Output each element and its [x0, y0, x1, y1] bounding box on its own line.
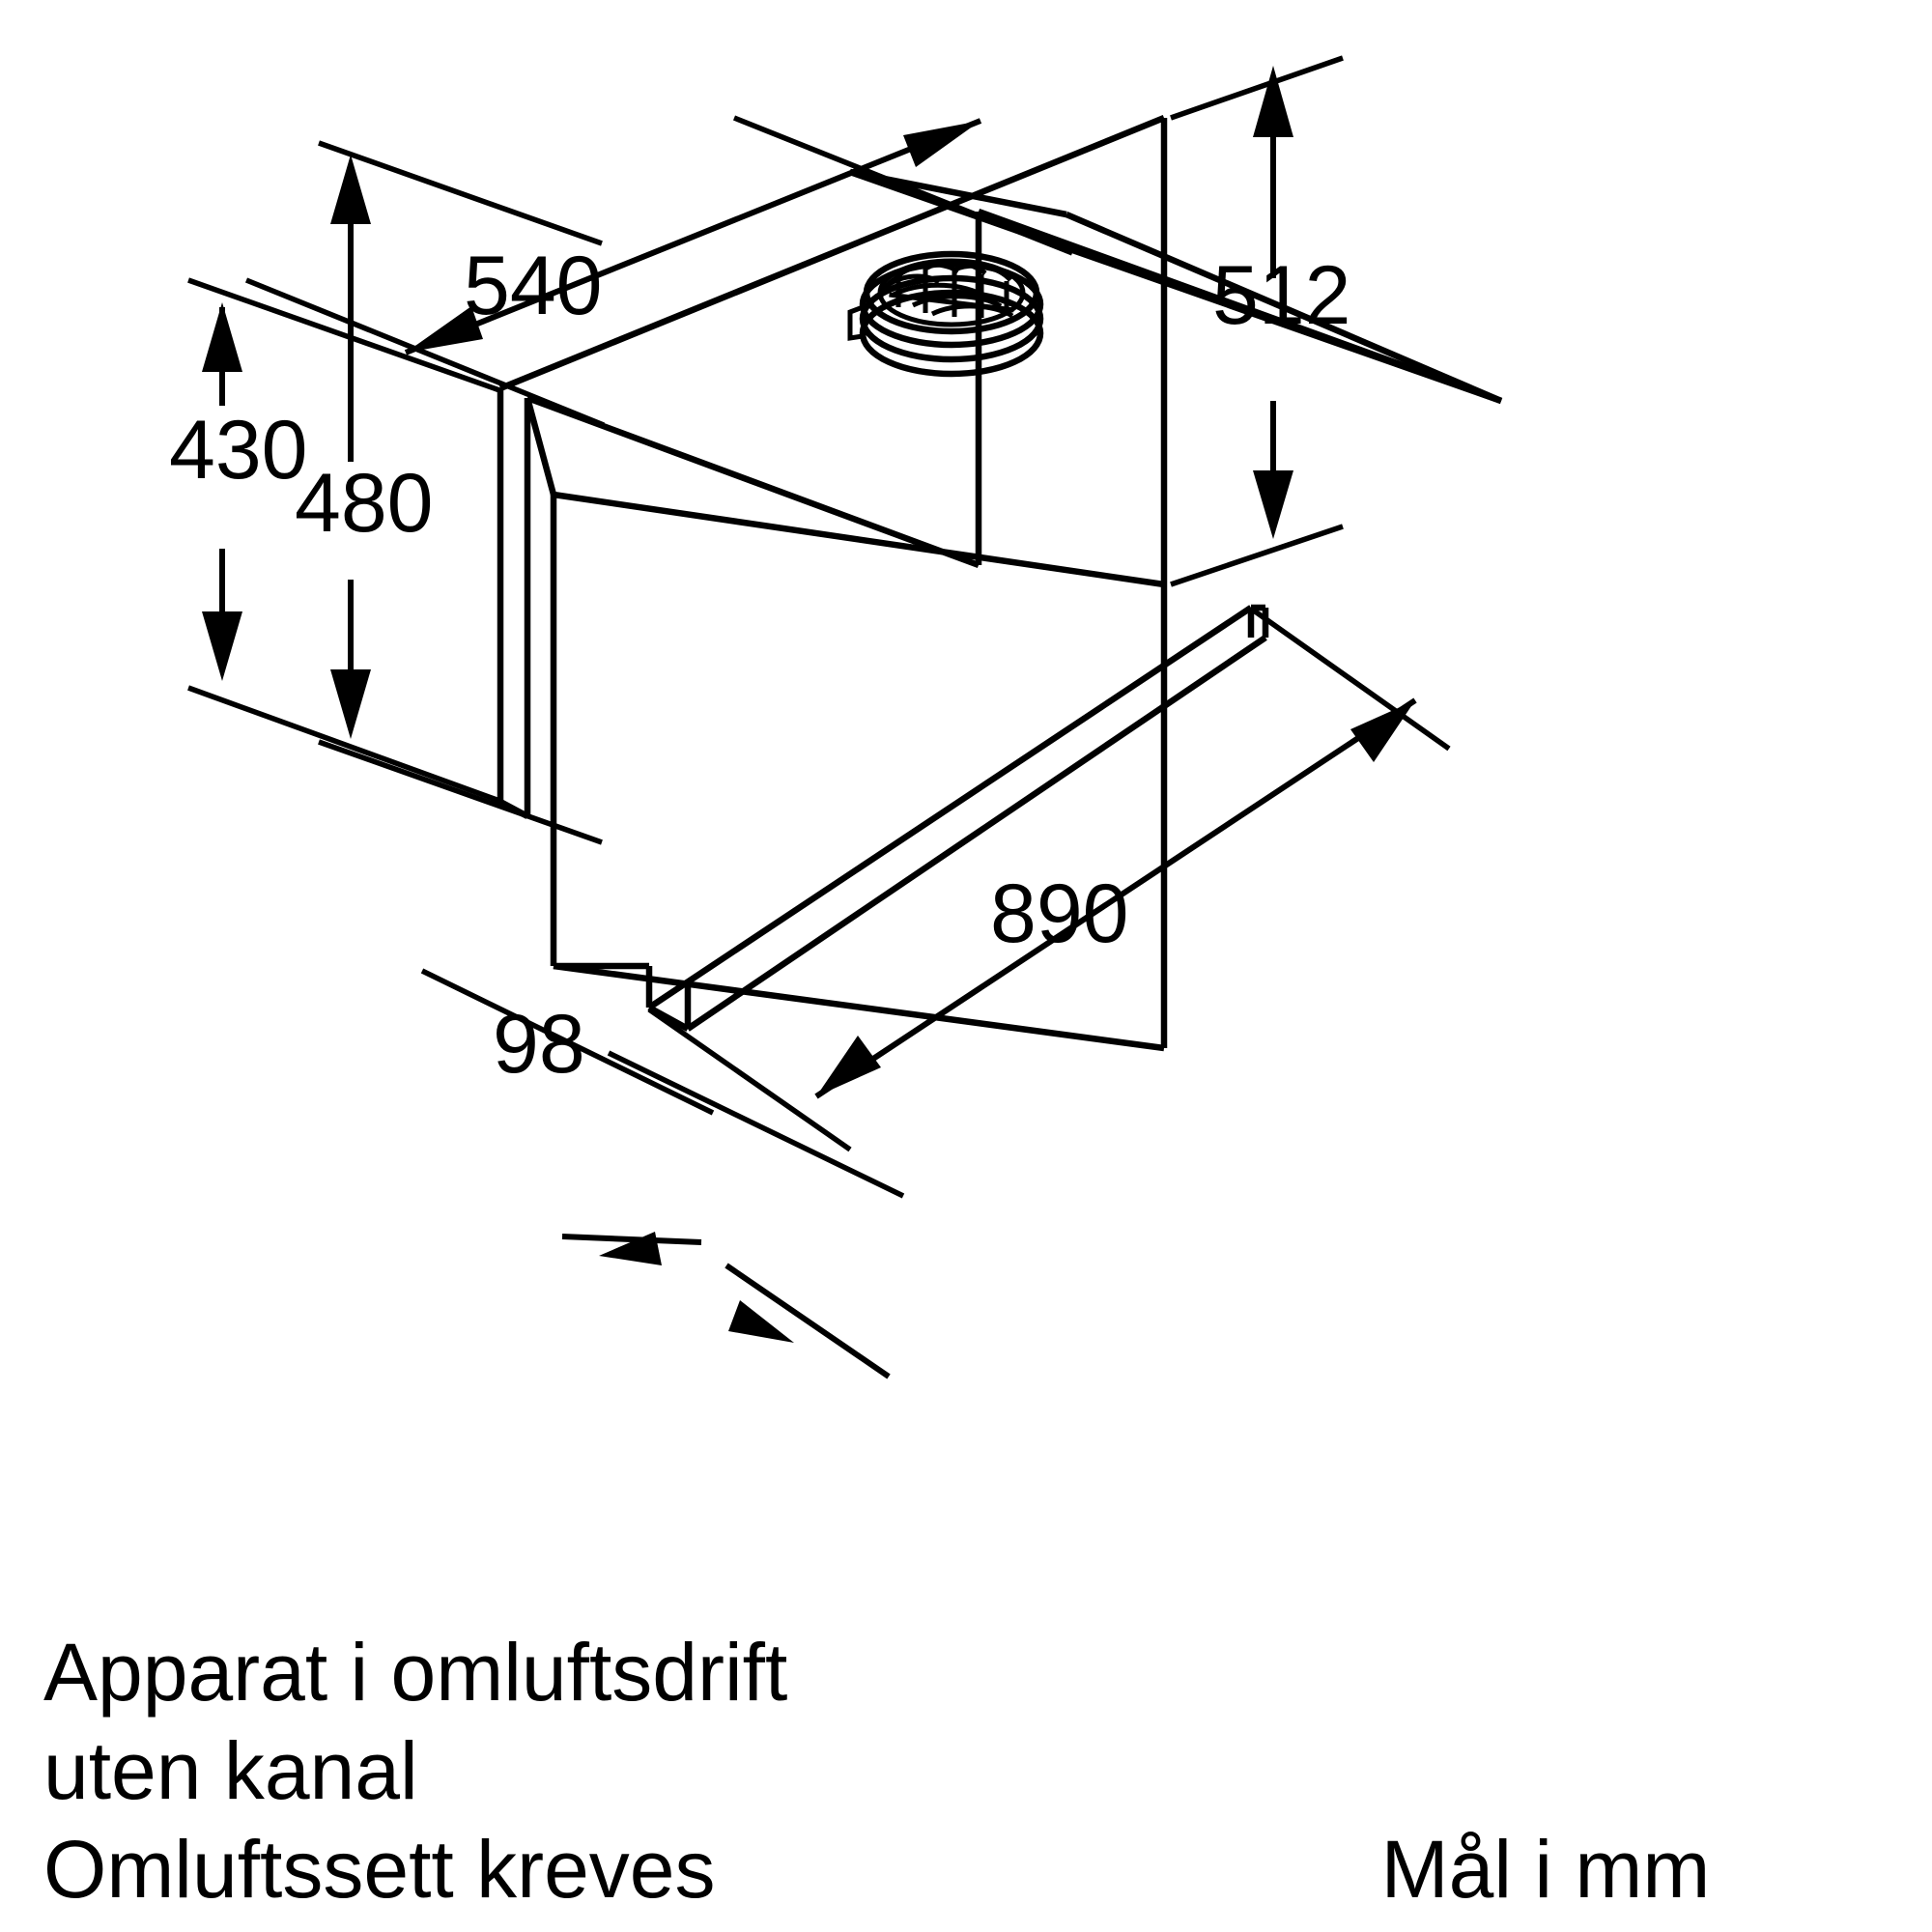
dim-512-label: 512 — [1212, 249, 1351, 342]
note-line-2: uten kanal — [43, 1725, 418, 1816]
dim-540-ext-left — [244, 277, 606, 428]
duct-left-tab — [847, 304, 864, 341]
dim-540-line — [404, 118, 982, 355]
dim-98-arrow-right — [728, 1300, 794, 1343]
dim-512-arrow-up — [1253, 66, 1293, 137]
dimension-512: 512 — [1170, 55, 1351, 587]
dimension-430: 430 — [169, 277, 503, 805]
front-panel-top-edge — [553, 491, 1165, 588]
dim-512-ext-bottom — [1170, 524, 1344, 587]
dim-480-arrow-down — [330, 669, 371, 739]
front-panel-top-left-bevel — [524, 397, 557, 496]
dim-890-arrow-left — [816, 1036, 881, 1096]
dim-480-arrow-up — [330, 155, 371, 224]
dim-430-ext-top — [187, 277, 503, 394]
dim-98-arrow-left — [599, 1232, 662, 1265]
dimension-540: 540 — [244, 115, 1074, 428]
units-note: Mål i mm — [1381, 1824, 1711, 1915]
top-band-lower-edge — [977, 208, 1503, 405]
dim-98-ext-top — [420, 968, 715, 1116]
dim-890-line — [814, 697, 1417, 1099]
dim-890-label: 890 — [990, 867, 1129, 960]
dim-480-label: 480 — [295, 457, 434, 550]
bottom-trim-top-rear-edge — [647, 605, 1253, 1010]
dim-480-ext-bottom — [318, 739, 603, 845]
note-line-3: Omluftssett kreves — [43, 1824, 716, 1915]
notes-block: Apparat i omluftsdrift uten kanal Omluft… — [43, 1627, 787, 1915]
note-line-1: Apparat i omluftsdrift — [43, 1627, 787, 1718]
dim-890-ext-left — [647, 1007, 852, 1152]
dim-540-ext-right — [732, 115, 1074, 256]
dim-512-arrow-down — [1253, 470, 1293, 539]
dim-512-ext-top — [1170, 55, 1344, 121]
dim-98-line-right — [724, 1263, 891, 1379]
dim-430-arrow-down — [202, 611, 242, 681]
hood-body — [497, 114, 1503, 1052]
dim-430-ext-bottom — [187, 685, 503, 805]
top-slab-rear-edge — [1065, 212, 1503, 404]
duct-top-rim — [863, 250, 1040, 335]
dim-890-arrow-right — [1350, 700, 1415, 762]
round-duct-connector — [847, 250, 1044, 378]
dim-480-ext-top — [318, 140, 603, 246]
dimension-98: 98 — [420, 968, 905, 1379]
dim-430-label: 430 — [169, 404, 308, 497]
dim-430-arrow-up — [202, 302, 242, 372]
dim-890-ext-right — [1249, 606, 1451, 752]
dim-98-label: 98 — [493, 998, 585, 1091]
dim-98-ext-bottom — [607, 1050, 905, 1199]
duct-outer-ring-bottom — [859, 289, 1044, 378]
dimension-480: 480 — [295, 140, 603, 845]
bottom-trim-top-front-edge — [686, 635, 1267, 1032]
dim-540-arrow-right — [903, 121, 980, 167]
hood-top-face-back-edge — [498, 114, 1166, 392]
dim-540-label: 540 — [464, 240, 603, 332]
duct-ring-mid — [859, 274, 1044, 363]
front-panel-bottom-edge — [553, 962, 1165, 1052]
duct-grille-pattern — [878, 260, 1014, 319]
dimension-890: 890 — [647, 606, 1451, 1152]
dim-98-line-left — [561, 1234, 702, 1245]
dim-540-arrow-left — [406, 306, 483, 353]
